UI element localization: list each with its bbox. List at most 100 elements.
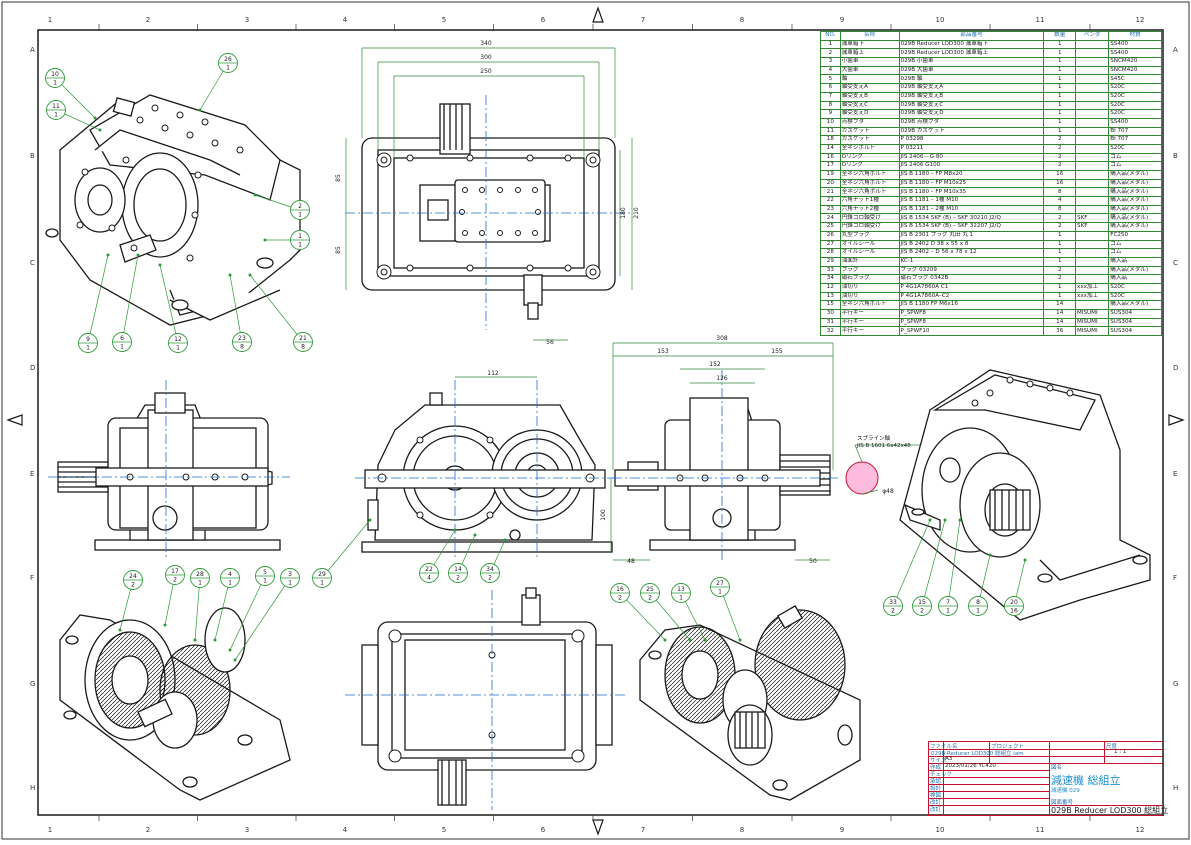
grid-column-label: 8	[740, 16, 744, 24]
bom-cell: 5	[820, 74, 841, 85]
part-balloon-9: 91	[78, 253, 110, 353]
svg-text:14: 14	[454, 566, 462, 573]
bom-cell: 12	[820, 282, 841, 293]
part-balloon-8: 81	[968, 553, 992, 616]
iso-view-right	[899, 369, 1151, 621]
bom-cell: 1	[1043, 48, 1077, 59]
grid-row-label: H	[1173, 784, 1178, 792]
bom-cell	[1075, 265, 1110, 276]
svg-text:21: 21	[299, 335, 307, 342]
svg-text:16: 16	[1010, 608, 1018, 615]
bom-cell	[1075, 274, 1110, 284]
author-label: 作成	[930, 765, 942, 771]
bom-cell	[1075, 126, 1110, 137]
grid-column-label: 3	[245, 16, 249, 24]
bom-cell: 10	[820, 117, 841, 128]
bom-cell: 全ネジボルト	[839, 143, 900, 154]
bom-cell: ゴム	[1108, 152, 1162, 163]
revision-label-1: 改訂	[930, 800, 942, 806]
bom-cell: 14	[1043, 300, 1077, 310]
bom-cell: 029B Reducer LOD300 減車箱上	[898, 48, 1045, 59]
dimension-value: 85	[335, 174, 342, 182]
iso-internal-bottom-right	[639, 605, 861, 801]
bom-cell: 19	[820, 170, 841, 180]
bom-cell	[1075, 91, 1110, 102]
part-balloon-33: 332	[883, 518, 932, 616]
bom-cell: Oリング	[839, 161, 900, 171]
grid-column-label: 7	[641, 826, 645, 834]
bom-cell: P_SPWF8	[898, 317, 1045, 328]
grid-column-label: 11	[1036, 826, 1045, 834]
grid-row-label: F	[30, 574, 34, 582]
bom-cell: JIS B 2301 プラグ 丸田 丸 1	[898, 230, 1045, 241]
svg-text:2: 2	[648, 595, 652, 602]
bom-cell: 六角ナット2種	[839, 204, 900, 215]
part-balloon-16: 16 2	[610, 583, 667, 642]
inspect-label: 検図	[930, 793, 942, 799]
part-balloons: 1011112612111916112123821824217228141513…	[45, 53, 1027, 662]
part-balloon-21: 218	[248, 273, 313, 352]
bom-cell: KC-1	[898, 256, 1045, 267]
bom-cell: 1	[1043, 239, 1077, 250]
grid-column-label: 10	[936, 16, 945, 24]
bom-cell: 購入品(メタル)	[1108, 300, 1162, 310]
bom-cell	[1075, 39, 1110, 50]
bom-cell: 029B 軸受支えC	[898, 100, 1045, 111]
bom-cell: 29	[820, 256, 841, 267]
bom-cell: プラグ	[839, 265, 900, 276]
svg-text:23: 23	[238, 335, 246, 342]
grid-row-label: D	[1173, 364, 1178, 372]
part-balloon-7: 71	[938, 518, 962, 616]
bom-cell	[1075, 100, 1110, 111]
bom-cell: 購入品(メタル)	[1108, 196, 1162, 206]
bom-cell: MISUMI	[1075, 317, 1110, 328]
bom-cell: 029B 点検フタ	[898, 117, 1045, 128]
bom-cell: 1	[1043, 57, 1077, 67]
bom-cell: オイルシール	[839, 248, 900, 258]
bom-cell: 購入品(メタル)	[1108, 178, 1162, 189]
svg-text:1: 1	[120, 344, 124, 351]
bom-cell: 28	[820, 248, 841, 258]
bom-cell: 3	[820, 57, 841, 67]
bom-cell: 1	[1043, 126, 1077, 137]
svg-text:15: 15	[918, 599, 926, 606]
bom-cell: 全ネジ六角ボルト	[839, 170, 900, 180]
bom-cell: BI 707	[1108, 135, 1162, 145]
bom-cell: 減車箱上	[839, 48, 900, 59]
bom-cell: JIS B 1180 FP M6x16	[898, 300, 1045, 310]
bom-cell: 16	[820, 152, 841, 163]
bom-cell: オイルシール	[839, 239, 900, 250]
file-label: ファイル名	[930, 744, 958, 750]
bom-cell	[1075, 109, 1110, 119]
bom-cell: 平行キー	[839, 326, 900, 337]
svg-text:12: 12	[174, 336, 182, 343]
svg-text:17: 17	[171, 568, 179, 575]
svg-text:16: 16	[616, 586, 624, 593]
part-balloon-15: 152	[912, 518, 947, 616]
dimension-value: 308	[716, 335, 728, 342]
bom-cell: P_SPWF10	[898, 326, 1045, 337]
dimension-value: 180	[620, 207, 627, 219]
bom-cell	[1075, 300, 1110, 310]
spline-note: JIS B 1601 6x42x48	[856, 443, 911, 449]
dimension-value: 48	[627, 558, 635, 565]
scale-value: 1 : 1	[1114, 749, 1127, 755]
bom-cell: 30	[820, 309, 841, 319]
svg-text:1: 1	[718, 589, 722, 596]
svg-text:1: 1	[226, 65, 230, 72]
svg-text:29: 29	[318, 571, 326, 578]
bom-cell: 14	[1043, 309, 1077, 319]
svg-text:1: 1	[976, 608, 980, 615]
file-name: 029B Reducer LOD300 総組立.iam	[931, 751, 1024, 757]
bom-cell: 22	[820, 196, 841, 206]
svg-text:25: 25	[646, 586, 654, 593]
bom-cell: 購入品(メタル)	[1108, 170, 1162, 180]
